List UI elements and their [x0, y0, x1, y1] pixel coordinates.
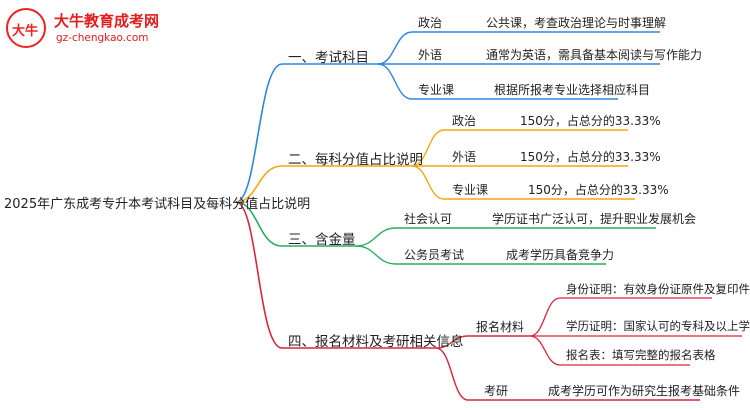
connector-baoming-id	[529, 297, 712, 337]
branch-value: 三、含金量	[288, 232, 356, 248]
branch-materials: 四、报名材料及考研相关信息	[288, 334, 464, 350]
connector-branch-2-zhuanye	[411, 165, 635, 200]
material-form: 报名表：填写完整的报名表格	[566, 348, 716, 362]
subject-major-desc: 根据所报考专业选择相应科目	[494, 83, 651, 97]
logo-badge: 大牛	[6, 8, 46, 48]
subject-major-label: 专业课	[418, 83, 455, 97]
material-diploma: 学历证明：国家认可的专科及以上学历证书	[566, 319, 750, 333]
kaoyan-desc: 成考学历可作为研究生报考基础条件	[548, 384, 741, 398]
connector-branch-3-gongwuyuan	[355, 245, 606, 265]
subject-english-desc: 通常为英语，需具备基本阅读与写作能力	[486, 48, 703, 62]
materials-label: 报名材料	[476, 320, 525, 334]
kaoyan-label: 考研	[484, 384, 509, 398]
connector-branch-1-zhuanye	[377, 63, 618, 100]
subject-politics-label: 政治	[418, 16, 443, 30]
connector-baoming-form	[529, 335, 690, 366]
logo-mark: 大牛	[12, 24, 39, 39]
score-english-desc: 150分，占总分的33.33%	[520, 150, 661, 164]
score-politics-desc: 150分，占总分的33.33%	[520, 114, 661, 128]
value-social-label: 社会认可	[404, 212, 453, 226]
value-civil-label: 公务员考试	[404, 248, 465, 262]
material-id: 身份证明：有效身份证原件及复印件	[566, 282, 750, 296]
value-social-desc: 学历证书广泛认可，提升职业发展机会	[492, 212, 697, 226]
connector-branch-3-shehui	[355, 227, 656, 247]
connector-branch-2-zhengzhi	[411, 129, 628, 167]
subject-politics-desc: 公共课，考查政治理论与时事理解	[486, 16, 667, 30]
score-major-label: 专业课	[452, 183, 489, 197]
branch-score-ratio: 二、每科分值占比说明	[288, 152, 423, 168]
subject-english-label: 外语	[418, 48, 443, 62]
logo-title: 大牛教育成考网	[54, 12, 160, 30]
score-english-label: 外语	[452, 150, 477, 164]
score-politics-label: 政治	[452, 114, 477, 128]
mindmap-root: 2025年广东成考专升本考试科目及每科分值占比说明	[4, 197, 311, 212]
logo-url: gz-chengkao.com	[56, 32, 149, 44]
value-civil-desc: 成考学历具备竞争力	[506, 248, 615, 262]
connector-branch-1-zhengzhi	[377, 31, 660, 65]
connector-root-branch-3	[235, 201, 356, 247]
branch-exam-subjects: 一、考试科目	[288, 50, 369, 66]
connector-root-branch-2	[235, 165, 412, 203]
connector-branch-4-baoming	[435, 335, 530, 349]
score-major-desc: 150分，占总分的33.33%	[528, 183, 669, 197]
connector-root-branch-4	[235, 201, 436, 349]
connector-branch-4-kaoyan	[435, 347, 700, 401]
connector-root-branch-1	[235, 63, 378, 203]
